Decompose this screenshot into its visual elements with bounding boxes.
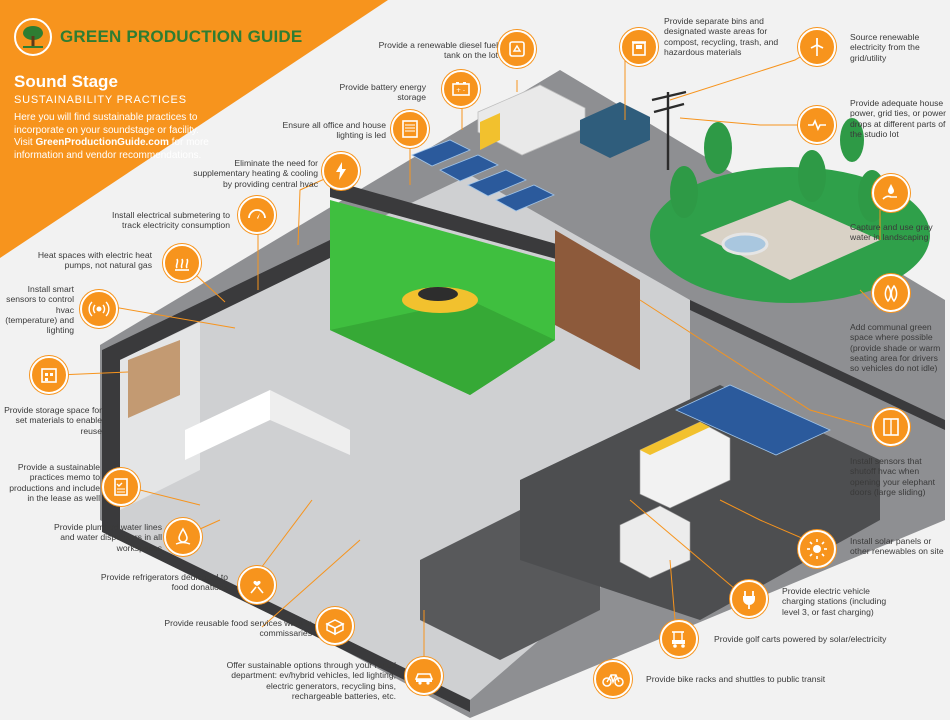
checklist-memo-icon [102,468,140,506]
svg-text:+ -: + - [456,87,465,94]
callout-central-hvac: Eliminate the need for supplementary hea… [193,158,318,189]
lightning-bolt-icon [322,152,360,190]
sun-icon [798,530,836,568]
callout-refrigerators: Provide refrigerators dedicated to food … [100,572,228,593]
sensor-signal-icon [80,290,118,328]
callout-battery-storage: Provide battery energy storage [339,82,426,103]
takeout-box-icon [316,607,354,645]
brand-header: GREEN PRODUCTION GUIDE [14,18,302,56]
callout-waste-bins: Provide separate bins and designated was… [664,16,779,57]
brand-name: GREEN PRODUCTION GUIDE [60,27,303,46]
callout-smart-sensors: Install smart sensors to control hvac (t… [5,284,74,336]
intro-block: Sound Stage SUSTAINABILITY PRACTICES Her… [14,72,219,162]
ev-plug-icon [730,580,768,618]
callout-bike-racks: Provide bike racks and shuttles to publi… [646,674,826,684]
callout-submetering: Install electrical submetering to track … [112,210,230,231]
intro-text-after: for more information and vendor recommen… [14,137,209,161]
callout-reusable-ware: Provide reusable food services ware in c… [164,618,312,639]
callout-solar-panels: Install solar panels or other renewables… [850,536,944,557]
callout-house-power: Provide adequate house power, grid ties,… [850,98,947,139]
recycle-bin-icon [620,28,658,66]
callout-storage-space: Provide storage space for set materials … [4,405,102,436]
website-link[interactable]: GreenProductionGuide.com [35,137,169,148]
callout-golf-carts: Provide golf carts powered by solar/elec… [714,634,887,644]
green-screen-floor [330,300,555,395]
callout-renewable-diesel: Provide a renewable diesel fuel tank on … [378,40,498,61]
callout-memo: Provide a sustainable practices memo to … [9,462,100,503]
office-wall-b [185,390,270,460]
bicycle-icon [594,660,632,698]
callout-ev-charging: Provide electric vehicle charging statio… [782,586,887,617]
callout-shutoff-sensors: Install sensors that shutoff hvac when o… [850,456,936,497]
callout-led-lighting: Ensure all office and house lighting is … [282,120,386,141]
fork-knife-heart-icon [238,566,276,604]
intro-text-before: Here you will find sustainable practices… [14,112,199,148]
storage-box-icon [30,356,68,394]
battery-icon: + - [442,70,480,108]
callout-gray-water: Capture and use gray water in landscapin… [850,222,933,243]
office-wall-c [270,390,350,455]
tree-logo-icon [14,18,52,56]
storage-pallets [128,340,180,418]
page-subtitle: SUSTAINABILITY PRACTICES [14,94,187,106]
callout-water-lines: Provide plumbed water lines and water di… [54,522,162,553]
green-space-plaza [700,200,880,280]
diesel-fuel-tank [477,84,586,156]
fountain [721,232,769,256]
heat-waves-icon [163,244,201,282]
page-title: Sound Stage [14,72,118,91]
water-drop-icon [164,518,202,556]
light-panel-icon [391,110,429,148]
leaves-icon [872,274,910,312]
callout-rental-options: Offer sustainable options through your r… [226,660,396,701]
elephant-door [555,230,640,370]
callout-renewable-grid: Source renewable electricity from the gr… [850,32,920,63]
recycle-fuel-icon [498,30,536,68]
wind-turbine-icon [798,28,836,66]
yellow-car [402,287,478,313]
stage-roof-solar [411,139,555,212]
power-plug-icon [798,106,836,144]
car-icon [405,657,443,695]
callout-heat-pumps: Heat spaces with electric heat pumps, no… [37,250,152,271]
meter-gauge-icon [238,196,276,234]
callout-green-space: Add communal green space where possible … [850,322,941,374]
back-wall-stage [330,180,560,260]
golf-cart-icon [660,620,698,658]
intro-paragraph: Here you will find sustainable practices… [14,112,219,162]
sliding-door-icon [872,408,910,446]
water-hand-icon [872,174,910,212]
